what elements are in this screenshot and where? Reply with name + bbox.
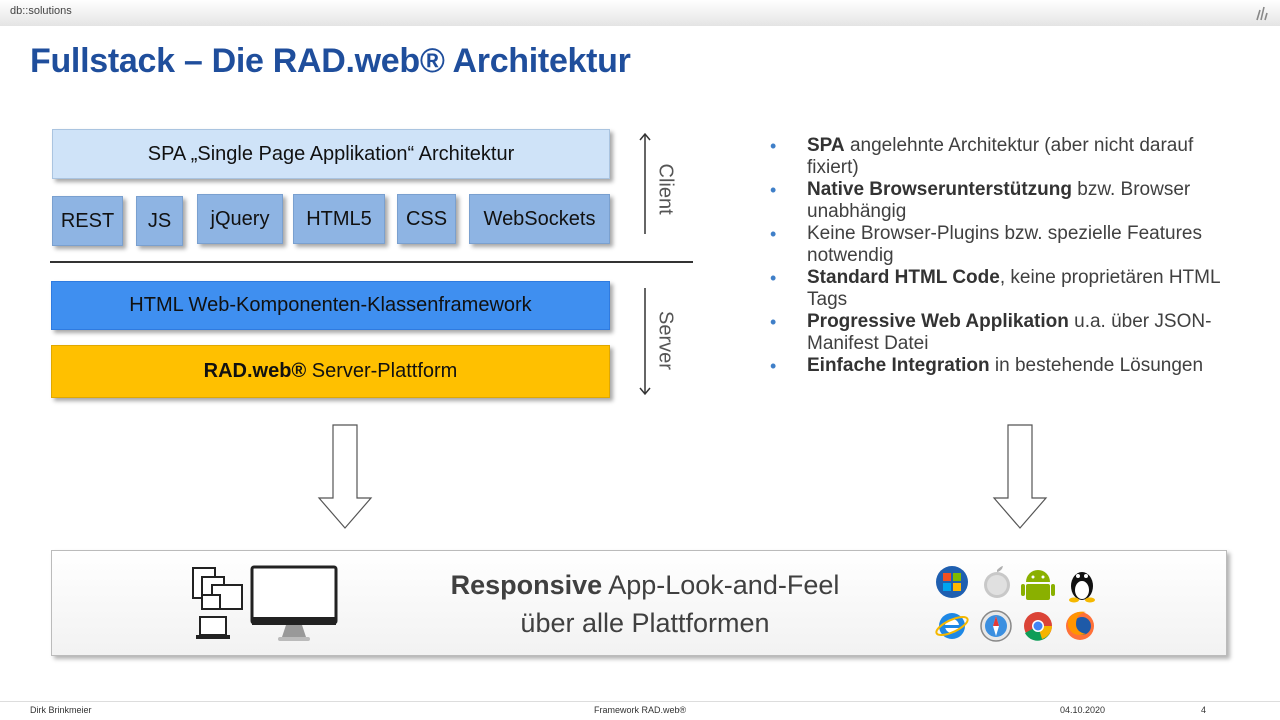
firefox-icon [1066, 611, 1094, 640]
brand-label: db::solutions [10, 5, 72, 17]
html-framework-label: HTML Web-Komponenten-Klassenframework [129, 294, 532, 316]
bullet-text: angelehnte Architektur (aber nicht darau… [807, 135, 1199, 178]
chip-label: HTML5 [306, 207, 372, 230]
left-down-arrow-icon [317, 424, 373, 529]
top-bar: db::solutions [0, 0, 1280, 26]
rad-label: RAD.web® Server-Plattform [204, 360, 458, 383]
footer-center: Framework RAD.web® [594, 705, 687, 715]
chip-css: CSS [397, 194, 456, 244]
bullet-bold: Progressive Web Applikation [807, 311, 1069, 332]
chip-js: JS [136, 196, 183, 246]
client-label: Client [654, 163, 677, 215]
chip-label: jQuery [210, 207, 270, 230]
bullet-text: u.a. über JSON-Manifest Datei [807, 311, 1212, 354]
responsive-line-1: Responsive App-Look-and-Feel [420, 566, 870, 604]
android-icon [1021, 570, 1055, 600]
footer-author: Dirk Brinkmeier [30, 705, 92, 715]
spa-architecture-box: SPA „Single Page Applikation“ Architektu… [52, 129, 610, 179]
bullet-bold: SPA [807, 135, 845, 156]
bullet-text: , keine proprietären HTML Tags [807, 267, 1225, 310]
chrome-icon [1024, 612, 1052, 641]
server-label: Server [654, 311, 677, 370]
footer-page: 4 [1201, 705, 1207, 715]
chip-websockets: WebSockets [469, 194, 610, 244]
platform-icons [935, 566, 1095, 642]
list-item: Keine Browser-Plugins bzw. spezielle Fea… [770, 223, 1220, 267]
client-up-arrow-icon [639, 132, 651, 234]
responsive-line-2: über alle Plattformen [520, 608, 770, 638]
bullet-text: Keine Browser-Plugins bzw. spezielle Fea… [807, 223, 1208, 266]
list-item: SPA angelehnte Architektur (aber nicht d… [770, 135, 1220, 179]
chip-html5: HTML5 [293, 194, 385, 244]
responsive-line-1-rest: App-Look-and-Feel [602, 570, 840, 600]
ie-icon [935, 613, 969, 639]
responsive-text: Responsive App-Look-and-Feel über alle P… [420, 566, 870, 642]
footer-divider [0, 701, 1280, 702]
right-down-arrow-icon [992, 424, 1048, 529]
chip-label: JS [147, 209, 172, 232]
safari-icon [980, 610, 1012, 642]
devices-icon [192, 565, 338, 641]
footer-date: 04.10.2020 [1060, 705, 1106, 715]
rad-rest: Server-Plattform [306, 360, 458, 382]
bullet-bold: Einfache Integration [807, 355, 990, 376]
bullet-bold: Native Browserunterstützung [807, 179, 1072, 200]
rad-server-platform-box: RAD.web® Server-Plattform [51, 345, 610, 398]
windows-icon [936, 566, 968, 598]
chip-label: CSS [405, 207, 448, 230]
client-server-divider [50, 261, 693, 263]
rad-bold: RAD.web® [203, 360, 307, 382]
apple-icon [984, 566, 1010, 598]
chip-jquery: jQuery [197, 194, 283, 244]
html-framework-box: HTML Web-Komponenten-Klassenframework [51, 281, 610, 330]
list-item: Native Browserunterstützung bzw. Browser… [770, 179, 1220, 223]
bullet-text: in bestehende Lösungen [989, 355, 1204, 376]
chip-label: REST [60, 209, 115, 232]
spa-label: SPA „Single Page Applikation“ Architektu… [147, 142, 515, 165]
page-title: Fullstack – Die RAD.web® Architektur [30, 42, 631, 80]
feature-list: SPA angelehnte Architektur (aber nicht d… [770, 135, 1220, 377]
list-item: Einfache Integration in bestehende Lösun… [770, 355, 1220, 377]
server-down-arrow-icon [639, 288, 651, 396]
bullet-text: bzw. Browser unabhängig [807, 179, 1196, 222]
bullet-bold: Standard HTML Code [807, 267, 1000, 288]
list-item: Standard HTML Code, keine proprietären H… [770, 267, 1220, 311]
db-logo-icon [1256, 6, 1268, 21]
responsive-bold: Responsive [450, 570, 603, 600]
linux-icon [1069, 572, 1095, 603]
list-item: Progressive Web Applikation u.a. über JS… [770, 311, 1220, 355]
chip-rest: REST [52, 196, 123, 246]
chip-label: WebSockets [483, 207, 596, 230]
